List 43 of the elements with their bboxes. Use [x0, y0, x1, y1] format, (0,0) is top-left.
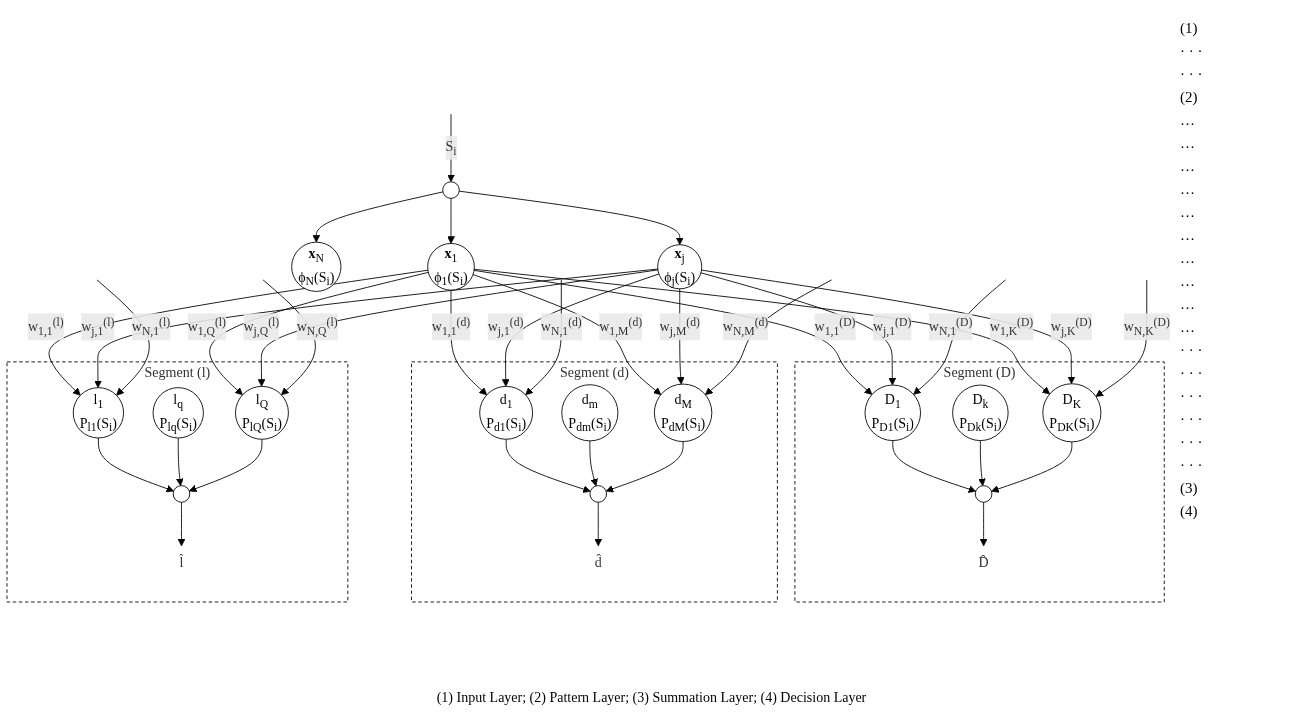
node-circle: l$_{Q}$ P$_{lQ}$(S$_{i}$) — [235, 385, 289, 440]
note-label: · · · — [1180, 411, 1204, 428]
note-label: (1) — [1180, 20, 1199, 37]
node-circle: d$_{m}$ P$_{dm}$(S$_{i}$) — [561, 384, 619, 442]
node-circle: x$_{1}$ ϕ$_{1}$(S$_{i}$) — [427, 243, 475, 291]
note-label: (2) — [1180, 89, 1199, 106]
node-circle: D$_{k}$ P$_{Dk}$(S$_{i}$) — [952, 384, 1009, 441]
caption: (1) Input Layer; (2) Pattern Layer; (3) Summation Layer; (4) Decision Layer — [435, 690, 868, 706]
node-circle — [589, 485, 607, 503]
note-label: … — [1180, 158, 1196, 175]
node-text: D̂ — [978, 555, 989, 571]
note-label: … — [1180, 227, 1196, 244]
note-label: (3) — [1180, 480, 1199, 497]
node-circle: d$_{M}$ P$_{dM}$(S$_{i}$) — [653, 383, 713, 442]
edge-label: S$_{i}$ — [445, 138, 457, 158]
note-label: … — [1180, 204, 1196, 221]
note-label: · · · — [1180, 365, 1204, 382]
note-label: · · · — [1180, 457, 1204, 474]
node-circle: x$_{j}$ ϕ$_{j}$(S$_{i}$) — [657, 244, 703, 290]
note-label: … — [1180, 250, 1196, 267]
note-label: … — [1180, 296, 1196, 313]
note-label: · · · — [1180, 388, 1204, 405]
note-label: · · · — [1180, 66, 1204, 83]
node-circle — [172, 485, 191, 503]
note-label: … — [1180, 112, 1196, 129]
node-text: d̂ — [594, 555, 602, 571]
note-label: (4) — [1180, 503, 1199, 520]
node-text: l̂ — [179, 555, 184, 571]
note-label: … — [1180, 135, 1196, 152]
node-circle — [974, 485, 993, 503]
note-label: · · · — [1180, 434, 1204, 451]
node-circle: D$_{K}$ P$_{DK}$(S$_{i}$) — [1042, 383, 1102, 443]
note-label: … — [1180, 319, 1196, 336]
note-label: · · · — [1180, 342, 1204, 359]
note-label: … — [1180, 273, 1196, 290]
node-circle — [442, 181, 460, 199]
note-label: · · · — [1180, 43, 1204, 60]
node-circle: x$_{N}$ ϕ$_{N}$(S$_{i}$) — [291, 241, 342, 292]
node-circle: l$_{q}$ P$_{lq}$(S$_{i}$) — [152, 387, 204, 439]
node-circle: l$_{1}$ P$_{l1}$(S$_{i}$) — [72, 387, 125, 439]
node-circle: D$_{1}$ P$_{D1}$(S$_{i}$) — [864, 384, 921, 441]
note-label: … — [1180, 181, 1196, 198]
node-circle: d$_{1}$ P$_{d1}$(S$_{i}$) — [479, 385, 534, 440]
